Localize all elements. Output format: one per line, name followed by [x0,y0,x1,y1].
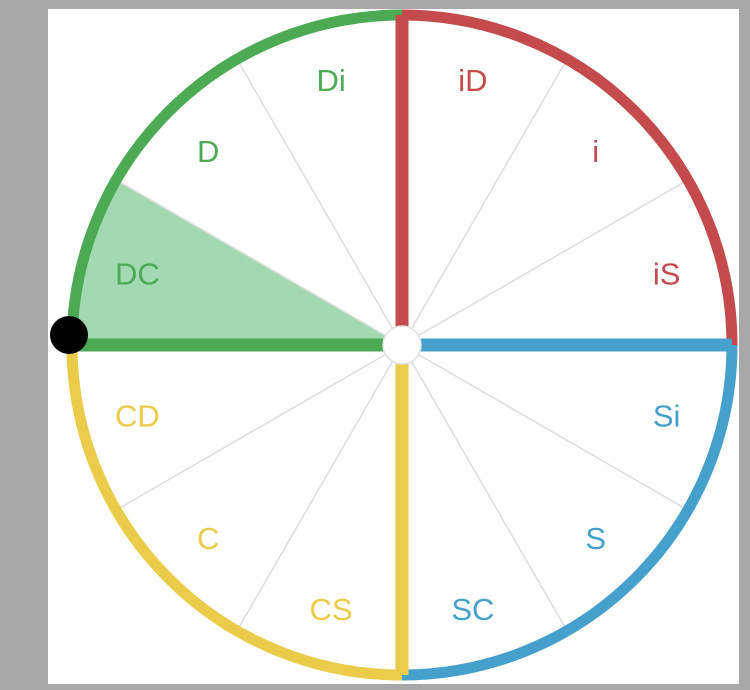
segment-label-s[interactable]: S [585,521,606,556]
segment-label-d[interactable]: D [197,134,219,169]
center-hub [382,325,422,365]
quadrant-arc-c [66,344,403,681]
segment-divider-line [236,58,403,346]
segment-label-cs[interactable]: CS [310,592,353,627]
segment-label-si[interactable]: Si [653,398,681,433]
segment-label-id[interactable]: iD [458,63,487,98]
segment-label-di[interactable]: Di [316,63,345,98]
segment-divider-line [115,179,403,346]
quadrant-arc-d [66,9,403,346]
segment-label-i[interactable]: i [592,134,599,169]
segment-divider-line [401,344,568,632]
segment-divider-line [401,344,689,511]
segment-label-sc[interactable]: SC [451,592,494,627]
segment-label-is[interactable]: iS [653,257,681,292]
quadrant-arc-i [401,9,738,346]
segment-label-c[interactable]: C [197,521,219,556]
segment-label-cd[interactable]: CD [115,398,160,433]
segment-divider-line [115,344,403,511]
position-marker-dot[interactable] [50,316,88,354]
segment-label-dc[interactable]: DC [115,257,160,292]
selected-segment-highlight [72,180,402,345]
segment-divider-line [236,344,403,632]
segment-divider-line [401,58,568,346]
segment-divider-line [401,179,689,346]
quadrant-arc-s [401,344,738,681]
